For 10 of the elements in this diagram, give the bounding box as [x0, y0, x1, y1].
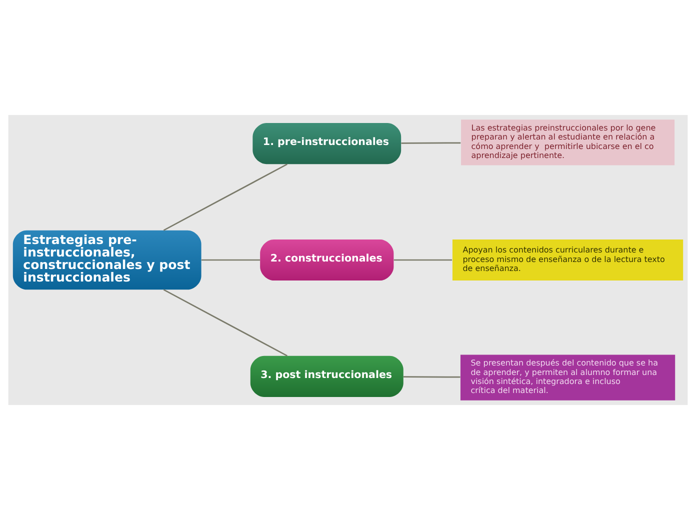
- connector: [394, 259, 452, 261]
- connector: [163, 289, 288, 356]
- node-box: 1. pre-instruccionales: [252, 123, 402, 164]
- connector: [401, 142, 461, 144]
- connector: [163, 164, 288, 231]
- connector: [201, 259, 260, 261]
- connector: [404, 376, 460, 378]
- node-box: 3. post instruccionales: [250, 356, 404, 397]
- node-box: Estrategias pre-instruccionales, construccionales y post instruccionales: [12, 230, 202, 290]
- node-box: 2. construccionales: [260, 239, 394, 281]
